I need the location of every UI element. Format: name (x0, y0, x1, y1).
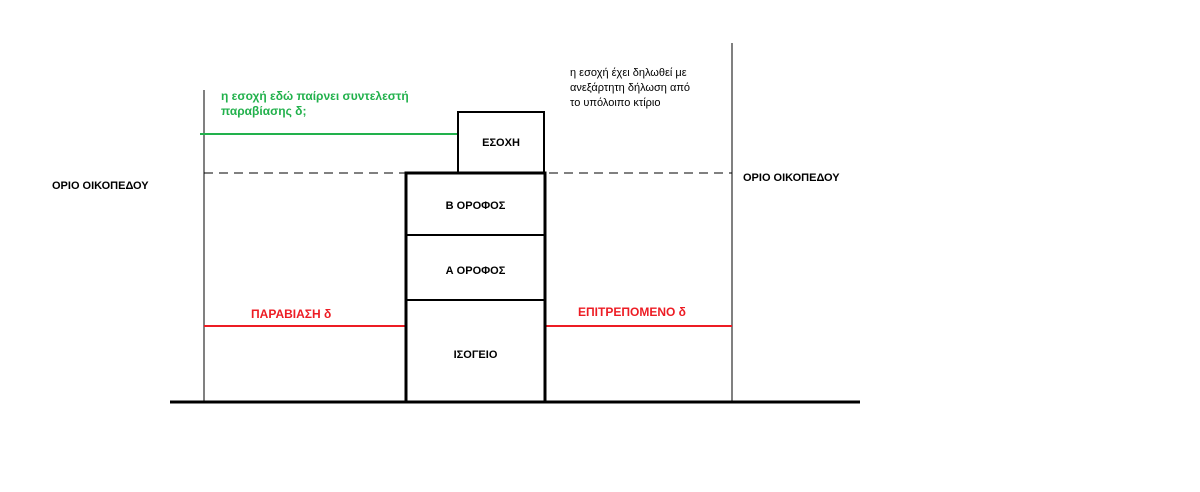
building-outline (404, 171, 547, 404)
black-note-line-3: το υπόλοιπο κτίριο (570, 97, 661, 109)
plot-boundary-label-left: ΟΡΙΟ ΟΙΚΟΠΕΔΟΥ (52, 180, 149, 192)
ground-floor-label: ΙΣΟΓΕΙΟ (453, 349, 498, 361)
green-note-line-1: η εσοχή εδώ παίρνει συντελεστή (221, 89, 409, 103)
allowed-label: ΕΠΙΤΡΕΠΟΜΕΝΟ δ (578, 305, 686, 319)
violation-label: ΠΑΡΑΒΙΑΣΗ δ (251, 307, 332, 321)
recess-box (457, 111, 545, 174)
black-note-line-1: η εσοχή έχει δηλωθεί με (570, 67, 687, 79)
second-floor-label: Β ΟΡΟΦΟΣ (445, 200, 506, 212)
black-note-line-2: ανεξάρτητη δήλωση από (570, 82, 691, 94)
recess-label: ΕΣΟΧΗ (482, 137, 520, 149)
green-note-line-2: παραβίασης δ; (221, 104, 307, 118)
first-floor-label: Α ΟΡΟΦΟΣ (445, 265, 506, 277)
plot-boundary-label-right: ΟΡΙΟ ΟΙΚΟΠΕΔΟΥ (743, 172, 840, 184)
